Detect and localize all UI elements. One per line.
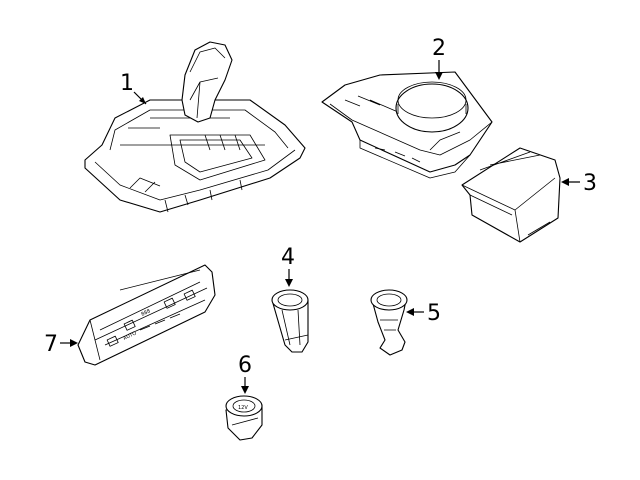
callout-7: 7 [44,332,78,357]
callout-1: 1 [120,71,147,105]
part-7-climate-control-panel: AUTO 888 [77,264,216,366]
callout-4-arrowhead [285,279,293,287]
callout-5-arrowhead [406,308,414,316]
part-4-socket-housing [271,289,309,353]
callout-7-arrowhead [70,339,78,347]
socket-12v-marking: 12V [238,405,248,411]
callout-6: 6 [238,353,252,394]
callout-5: 5 [406,301,441,326]
callout-2-arrowhead [435,72,443,80]
callout-7-label: 7 [44,332,58,357]
callout-3-label: 3 [583,171,597,196]
part-3-storage-box [461,147,561,243]
part-1-gear-shifter-console [84,41,306,213]
callout-3-arrowhead [561,178,569,186]
callout-6-arrowhead [241,386,249,394]
part-6-12v-outlet: 12V [225,395,263,441]
callout-1-label: 1 [120,71,134,96]
part-2-idrive-controller [321,71,493,179]
part-5-socket-holder [370,289,408,356]
callout-6-label: 6 [238,353,252,378]
callout-3: 3 [561,171,597,196]
callout-5-label: 5 [427,301,441,326]
auto-button-label: AUTO [122,330,137,341]
callout-1-arrowhead [139,97,146,104]
temperature-display: 888 [140,308,151,317]
callout-4-label: 4 [281,245,295,270]
callout-4: 4 [281,245,295,287]
callout-2-label: 2 [432,36,446,61]
callout-2: 2 [432,36,446,80]
